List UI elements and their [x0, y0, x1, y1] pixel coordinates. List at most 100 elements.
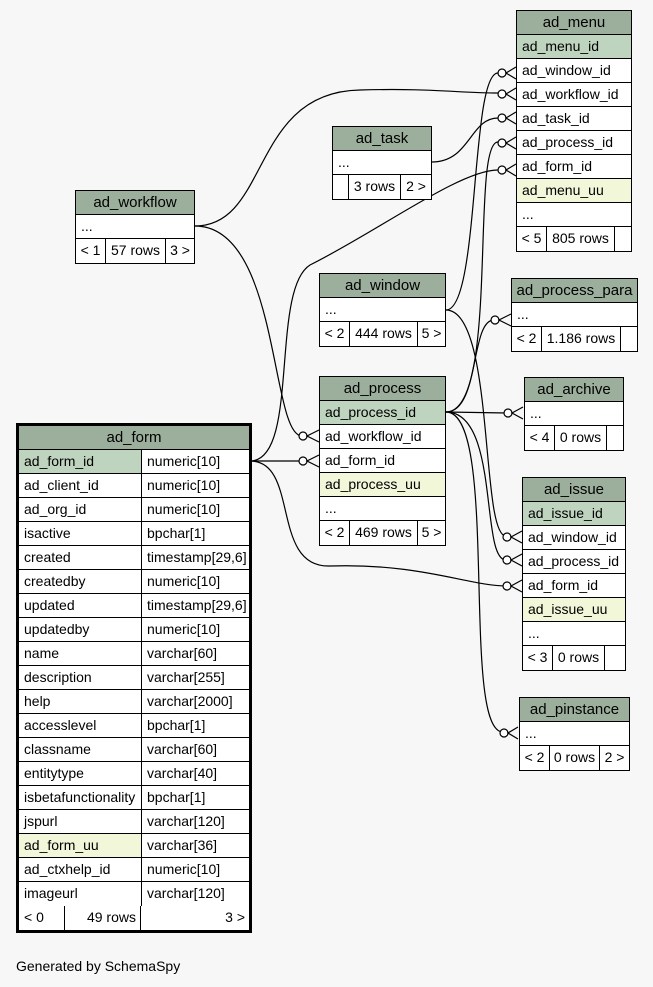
table-ad-issue[interactable]: ad_issue ad_issue_id ad_window_id ad_pro… — [522, 477, 626, 671]
children-link[interactable]: 2 > — [406, 178, 426, 194]
table-footer: < 2 1.186 rows — [512, 327, 637, 351]
children-link[interactable] — [615, 227, 631, 251]
parents-link[interactable]: < 3 — [523, 646, 553, 670]
children-link[interactable]: 2 > — [604, 749, 625, 765]
column-row[interactable]: ... — [333, 151, 431, 175]
column-name: jspurl — [24, 813, 58, 829]
column-row[interactable]: ad_issue_uu — [523, 598, 625, 622]
column-row[interactable]: created timestamp[29,6] — [19, 546, 249, 570]
edge-menu-window — [445, 72, 499, 311]
column-row[interactable]: ... — [512, 303, 637, 327]
column-row[interactable]: ... — [523, 622, 625, 646]
column-row[interactable]: ... — [76, 215, 194, 239]
column-row[interactable]: ad_menu_uu — [517, 179, 631, 203]
parents-link[interactable]: < 2 — [520, 746, 550, 770]
column-row[interactable]: ad_process_uu — [320, 473, 445, 497]
column-row[interactable]: ad_menu_id — [517, 35, 631, 59]
column-row[interactable]: ... — [520, 722, 629, 746]
row-count: 805 rows — [547, 227, 615, 251]
column-row[interactable]: ad_workflow_id — [517, 83, 631, 107]
column-row[interactable]: jspurl varchar[120] — [19, 810, 249, 834]
table-title: ad_workflow — [76, 191, 194, 215]
column-row[interactable]: ... — [525, 402, 623, 426]
table-footer: 3 rows 2 > — [333, 175, 431, 199]
column-row[interactable]: ad_process_id — [523, 550, 625, 574]
edge-process-workflow — [194, 225, 303, 437]
table-title: ad_issue — [523, 478, 625, 502]
parents-link[interactable]: < 0 — [19, 906, 65, 930]
column-type: numeric[10] — [141, 474, 249, 497]
column-type: varchar[60] — [141, 738, 249, 761]
table-ad-archive[interactable]: ad_archive ... < 4 0 rows — [524, 377, 624, 451]
column-name: ad_window_id — [528, 529, 617, 545]
children-link[interactable]: 5 > — [421, 524, 442, 540]
parents-link[interactable]: < 2 — [320, 521, 350, 545]
column-name: ad_menu_id — [522, 38, 600, 54]
children-link[interactable]: 3 > — [170, 242, 190, 258]
table-ad-pinstance[interactable]: ad_pinstance ... < 2 0 rows 2 > — [519, 697, 630, 771]
column-name: ad_issue_uu — [528, 601, 608, 617]
parents-link[interactable]: < 1 — [76, 239, 106, 263]
children-link[interactable]: 5 > — [421, 325, 442, 341]
children-link[interactable] — [607, 426, 623, 450]
column-row[interactable]: ad_issue_id — [523, 502, 625, 526]
children-link[interactable] — [605, 646, 625, 670]
column-row[interactable]: ... — [320, 298, 445, 322]
table-ad-process-para[interactable]: ad_process_para ... < 2 1.186 rows — [511, 278, 638, 352]
column-row[interactable]: ad_process_id — [517, 131, 631, 155]
column-row[interactable]: ad_form_id — [523, 574, 625, 598]
table-ad-menu[interactable]: ad_menu ad_menu_id ad_window_id ad_workf… — [516, 10, 632, 252]
column-name: ad_issue_id — [528, 505, 603, 521]
column-type: timestamp[29,6] — [141, 546, 249, 569]
column-row[interactable]: ... — [320, 497, 445, 521]
parents-link[interactable]: < 2 — [512, 327, 542, 351]
column-name: ad_task_id — [522, 110, 590, 126]
table-ad-workflow[interactable]: ad_workflow ... < 1 57 rows 3 > — [75, 190, 195, 264]
column-row[interactable]: ad_task_id — [517, 107, 631, 131]
column-name: ad_form_id — [522, 158, 593, 174]
parents-link[interactable]: < 5 — [517, 227, 547, 251]
column-name: created — [24, 549, 71, 565]
column-name: ... — [338, 154, 350, 170]
row-count: 0 rows — [550, 746, 600, 770]
parents-link[interactable] — [333, 175, 349, 199]
column-name: updatedby — [24, 621, 90, 637]
column-row[interactable]: ... — [517, 203, 631, 227]
children-link[interactable] — [621, 327, 637, 351]
table-ad-window[interactable]: ad_window ... < 2 444 rows 5 > — [319, 273, 446, 347]
column-type: varchar[60] — [141, 642, 249, 665]
column-row[interactable]: ad_window_id — [517, 59, 631, 83]
parents-link[interactable]: < 2 — [320, 322, 350, 346]
column-row[interactable]: ad_window_id — [523, 526, 625, 550]
column-row[interactable]: ad_form_id — [320, 449, 445, 473]
column-type: varchar[120] — [141, 810, 249, 833]
edge-para-process — [445, 319, 495, 413]
table-ad-process[interactable]: ad_process ad_process_id ad_workflow_id … — [319, 376, 446, 546]
column-row[interactable]: ad_form_id — [517, 155, 631, 179]
column-row[interactable]: ad_process_id — [320, 401, 445, 425]
column-name: ad_workflow_id — [522, 86, 619, 102]
table-ad-task[interactable]: ad_task ... 3 rows 2 > — [332, 126, 432, 200]
children-link[interactable]: 3 > — [225, 909, 245, 925]
parents-link[interactable]: < 4 — [525, 426, 555, 450]
column-name: isactive — [24, 525, 71, 541]
column-row[interactable]: ad_workflow_id — [320, 425, 445, 449]
